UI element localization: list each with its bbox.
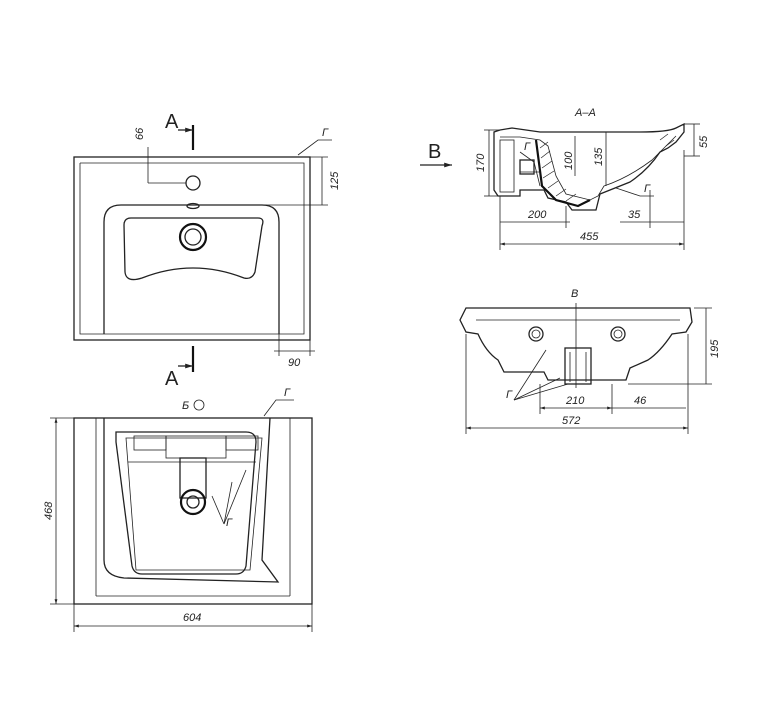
side-hole-left [528,326,544,342]
bottom-drain-block [179,457,207,499]
top-view: A A 66 125 90 Г [73,111,341,390]
dim-135: 135 [593,147,605,166]
dim-455: 455 [580,231,599,243]
bottom-view: Б Г Г 468 604 [43,387,313,632]
view-arrow-label: В [428,141,441,163]
bottom-drain-outer [179,488,207,516]
bottom-drain-inner [186,495,200,509]
section-view: А–А В 170 100 135 [420,107,710,250]
tap-hole [185,175,201,191]
bottom-callout-g-inner: Г [226,517,233,529]
drain-outer [178,222,208,252]
callout-g: Г [322,127,329,139]
section-mark-top: A [165,111,179,133]
section-callout-g2: Г [644,183,651,195]
side-view: В 195 Г 210 46 572 [459,288,721,434]
dim-468: 468 [43,501,55,520]
dim-604: 604 [183,612,201,624]
label-b: Б [182,400,189,412]
dim-100: 100 [563,151,575,170]
section-title: А–А [574,107,596,119]
dim-90: 90 [288,357,301,369]
hatching [539,133,675,202]
dim-195: 195 [709,339,721,358]
dim-66: 66 [134,127,146,140]
dim-46: 46 [634,395,647,407]
dim-200: 200 [527,209,547,221]
dim-125: 125 [329,171,341,190]
bottom-bowl [115,431,257,575]
section-callout-g: Г [524,141,531,153]
dim-210: 210 [565,395,585,407]
dim-170: 170 [475,153,487,172]
overflow-hole [186,202,200,210]
basin-bowl [123,217,264,281]
side-hole-right [610,326,626,342]
dim-55: 55 [698,135,710,148]
section-mark-bottom: A [165,368,179,390]
drain-inner [184,228,202,246]
dim-572: 572 [562,415,580,427]
view-b-marker-icon [193,399,205,411]
side-view-title: В [571,288,578,300]
side-drain [564,347,592,385]
bottom-callout-g-top: Г [284,387,291,399]
dim-35: 35 [628,209,641,221]
side-callout-g: Г [506,389,513,401]
